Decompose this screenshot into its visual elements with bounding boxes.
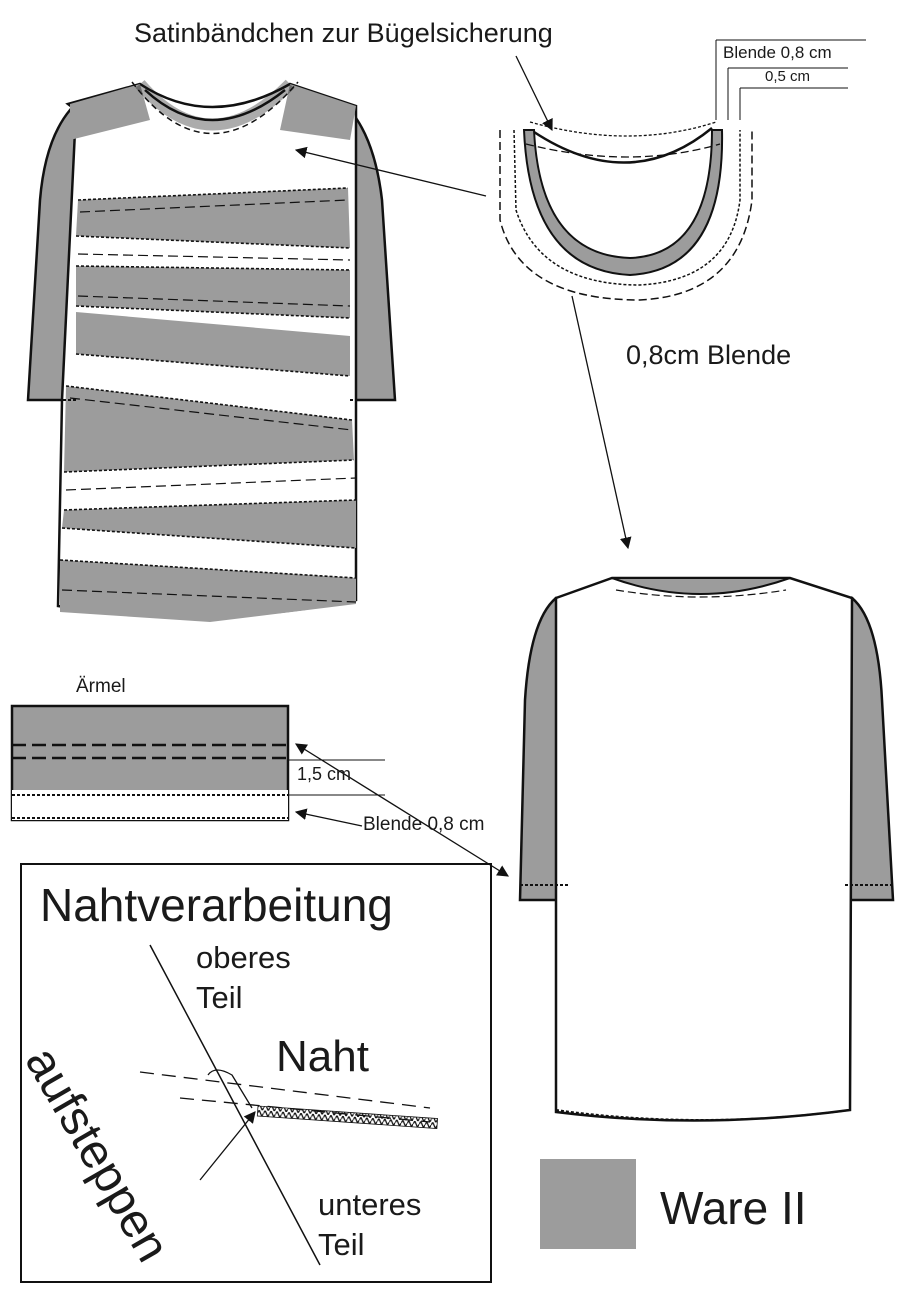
- seam-detail-box: [20, 863, 492, 1283]
- sleeve-measure-label: 1,5 cm: [297, 764, 352, 784]
- lower-part-label: unteres Teil: [318, 1185, 421, 1264]
- front-view-garment: [26, 79, 397, 622]
- back-body: [554, 576, 854, 1122]
- back-view-garment: [518, 576, 895, 1122]
- binding-label: 0,8cm Blende: [626, 340, 792, 370]
- neckline-detail: [499, 39, 866, 301]
- sleeve-title: Ärmel: [76, 676, 126, 697]
- seam-box-title: Nahtverarbeitung: [40, 879, 393, 931]
- neck-measure-label: 0,5 cm: [765, 68, 811, 85]
- back-right-sleeve: [843, 596, 895, 902]
- legend-swatch: [540, 1159, 636, 1249]
- annotation-arrows: [199, 55, 632, 1181]
- sleeve-binding-label: Blende 0,8 cm: [363, 814, 485, 835]
- lower-part-teil: Teil: [318, 1226, 365, 1262]
- seam-label: Naht: [276, 1032, 369, 1081]
- satin-ribbon-label: Satinbändchen zur Bügelsicherung: [134, 18, 553, 48]
- sleeve-detail: [10, 704, 385, 822]
- upper-part-word: oberes: [196, 940, 291, 975]
- neck-binding-width-label: Blende 0,8 cm: [723, 43, 832, 62]
- lower-part-word: unteres: [318, 1187, 422, 1222]
- upper-part-label: oberes Teil: [196, 938, 291, 1017]
- upper-part-teil: Teil: [196, 979, 243, 1015]
- legend-label: Ware II: [660, 1182, 807, 1234]
